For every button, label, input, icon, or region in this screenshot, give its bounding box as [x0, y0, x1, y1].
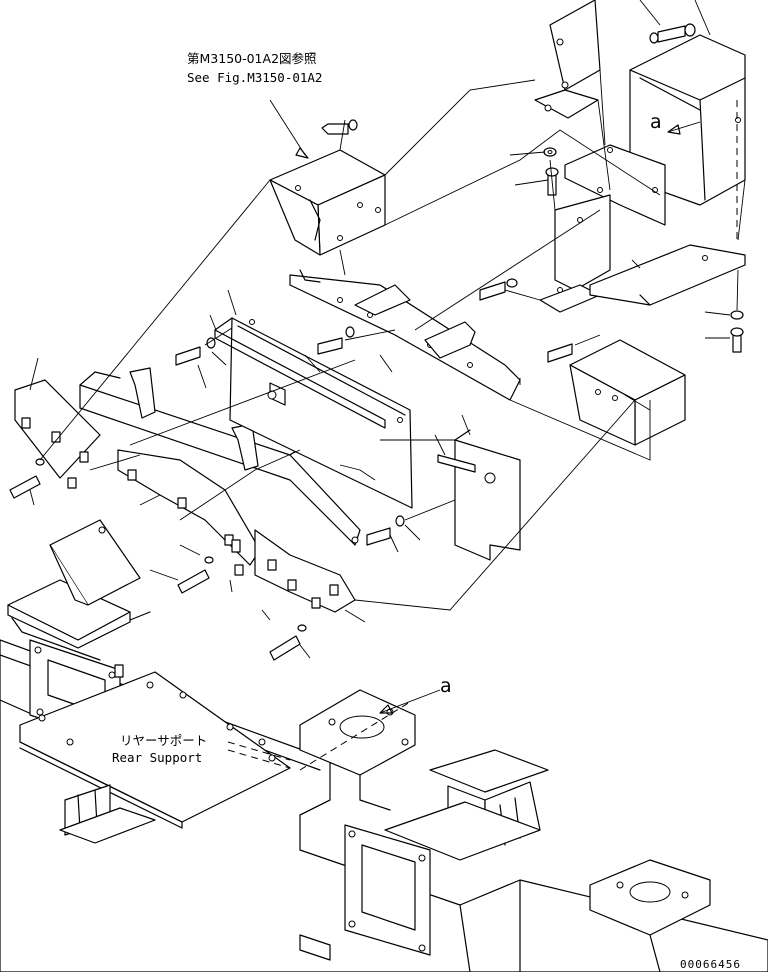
leader-lines [29, 0, 746, 714]
left-bracket [7, 519, 151, 661]
bolt-icon [547, 343, 573, 363]
upper-rail [289, 269, 521, 401]
washer-icon [730, 310, 744, 320]
upper-right-brackets [534, 0, 746, 226]
figure-ref-jp: 第M3150-01A2図参照 [187, 51, 317, 66]
figure-reference: 第M3150-01A2図参照 See Fig.M3150-01A2 [187, 51, 322, 85]
bolt-icon [730, 327, 744, 353]
bracket-pedestal [384, 749, 549, 861]
figure-ref-en: See Fig.M3150-01A2 [187, 70, 322, 85]
rear-support-en: Rear Support [112, 750, 202, 765]
lower-small-cover [254, 529, 356, 613]
bolt-icon [545, 167, 559, 196]
callout-a-upper: a [650, 111, 662, 133]
rear-support-plate [19, 671, 411, 844]
lower-right-box [569, 339, 686, 446]
fasteners [9, 23, 744, 678]
rear-support-jp: リヤーサポート [120, 733, 207, 748]
centre-panel [214, 317, 413, 509]
long-channel [79, 367, 361, 546]
callout-a-lower: a [440, 675, 452, 697]
upper-box [269, 149, 386, 256]
bolt-icon [269, 624, 307, 661]
washer-icon [543, 147, 557, 157]
bolt-icon [649, 23, 696, 44]
pin-icon [114, 664, 124, 678]
bolt-icon [366, 515, 405, 546]
vertical-panel [437, 429, 521, 561]
bolt-icon [317, 326, 355, 355]
bolt-icon [177, 556, 214, 594]
mid-right-bracket [539, 194, 746, 313]
bolt-icon [9, 458, 45, 499]
left-guard [14, 379, 101, 489]
mid-curved-cover [117, 449, 261, 576]
bolt-icon [175, 337, 216, 366]
rear-support-mount [299, 689, 416, 811]
drawing-code: 00066456 [680, 958, 741, 971]
bolt-icon [321, 119, 358, 135]
rear-support-label: リヤーサポート Rear Support [112, 733, 207, 765]
bolt-icon [479, 278, 518, 301]
pin-icon [231, 539, 241, 553]
